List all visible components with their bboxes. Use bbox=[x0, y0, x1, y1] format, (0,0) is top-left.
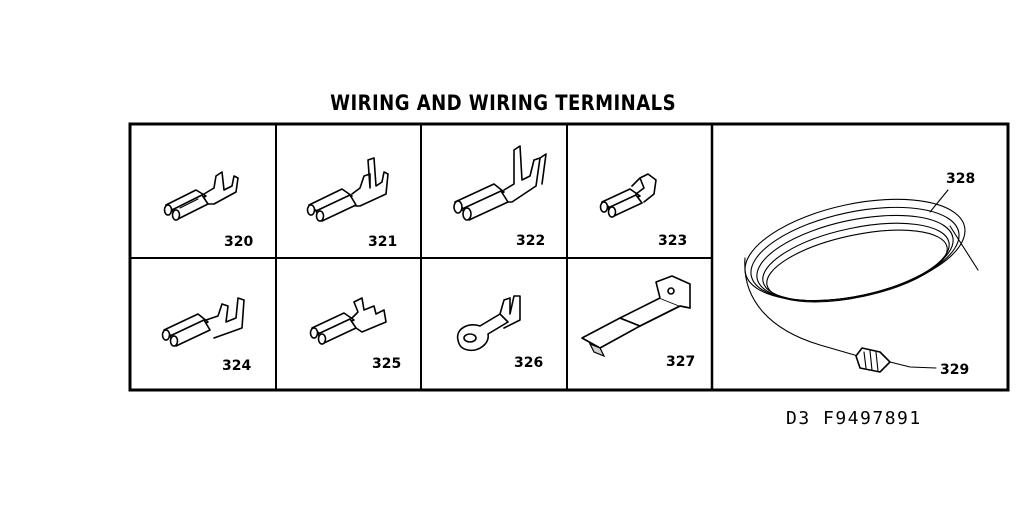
parts-grid bbox=[128, 122, 1010, 392]
part-number-325: 325 bbox=[372, 356, 401, 372]
wire-nut-329-icon bbox=[855, 347, 937, 373]
terminal-324-icon bbox=[161, 297, 245, 347]
part-number-321: 321 bbox=[368, 234, 397, 250]
part-number-322: 322 bbox=[516, 233, 545, 249]
part-number-328: 328 bbox=[946, 171, 975, 187]
wire-coil-328-icon bbox=[744, 189, 979, 357]
terminal-323-icon bbox=[599, 173, 657, 218]
part-number-326: 326 bbox=[514, 355, 543, 371]
terminal-326-icon bbox=[456, 295, 521, 352]
part-number-324: 324 bbox=[222, 358, 251, 374]
part-number-327: 327 bbox=[666, 354, 695, 370]
part-number-329: 329 bbox=[940, 362, 969, 378]
terminal-322-icon bbox=[453, 145, 547, 221]
terminal-320-icon bbox=[163, 171, 239, 221]
terminal-327-icon bbox=[581, 275, 691, 358]
part-number-320: 320 bbox=[224, 234, 253, 250]
drawing-id: D3 F9497891 bbox=[786, 408, 922, 429]
terminal-321-icon bbox=[306, 157, 389, 222]
diagram-title: WIRING AND WIRING TERMINALS bbox=[330, 91, 677, 115]
terminal-325-icon bbox=[309, 297, 387, 345]
part-number-323: 323 bbox=[658, 233, 687, 249]
